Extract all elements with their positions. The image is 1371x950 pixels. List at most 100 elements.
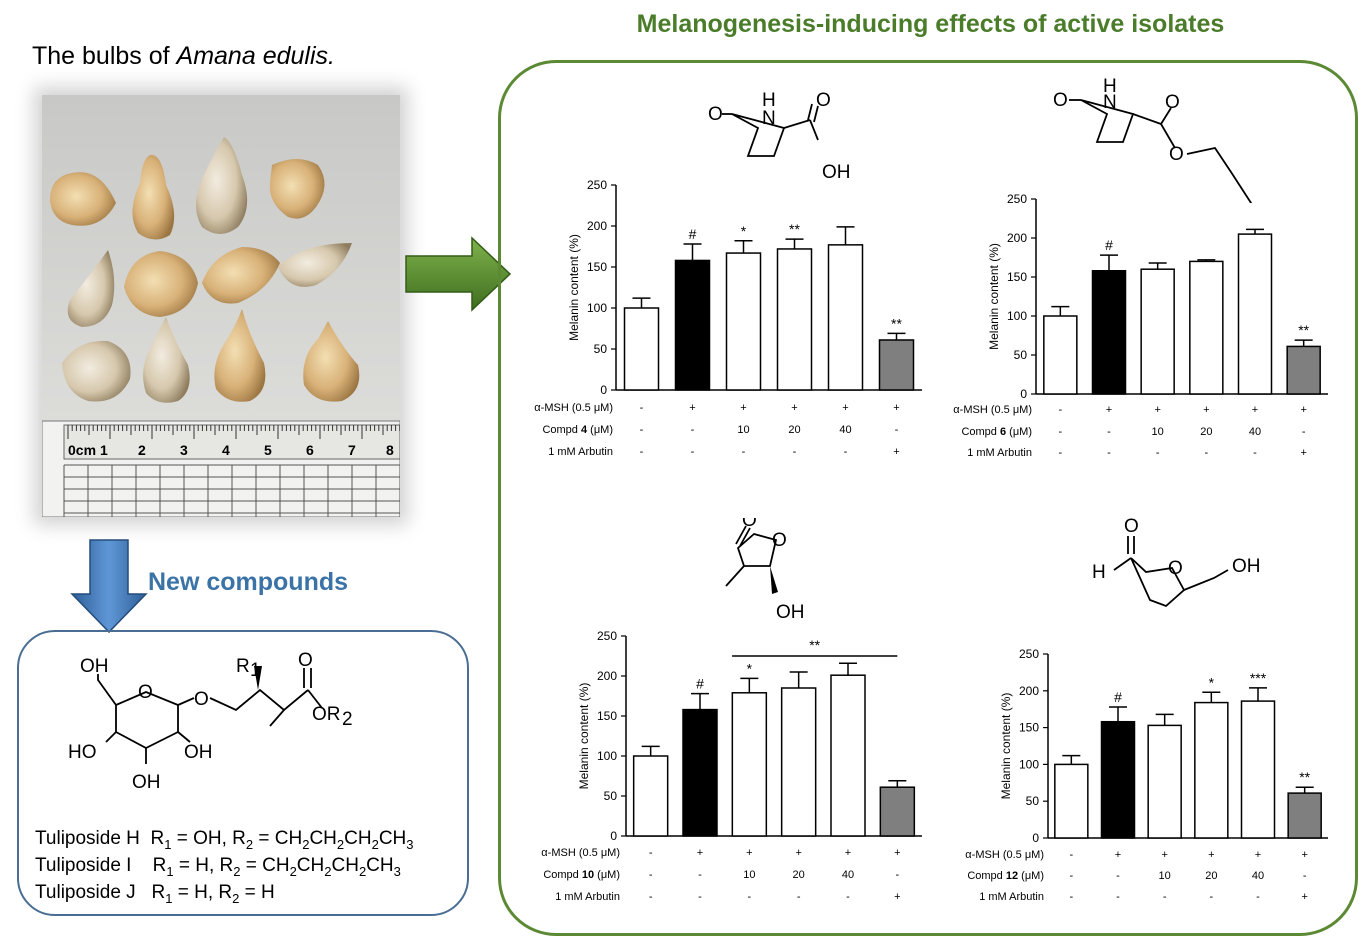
bar [731, 692, 768, 837]
significance-label: * [1209, 674, 1215, 690]
blue-arrow-icon [70, 539, 148, 634]
oh-right-label: OH [184, 742, 213, 763]
bar [1147, 724, 1182, 839]
bar [725, 252, 762, 391]
treatment-cell: - [742, 446, 746, 458]
treatment-cell: - [793, 446, 797, 458]
compound-name-2: Tuliposide I [35, 855, 132, 876]
treatment-cell: + [1255, 849, 1261, 861]
treatment-cell: - [1204, 447, 1208, 459]
treatment-cell: - [1163, 891, 1167, 903]
s2-hydrogen: H [1103, 78, 1117, 97]
treatment-cell: + [1115, 849, 1121, 861]
bar [780, 687, 817, 837]
significance-label: ** [891, 315, 902, 331]
treatment-cell: - [640, 402, 644, 414]
bulbs [50, 137, 360, 403]
y-tick-label: 250 [1019, 647, 1039, 661]
y-tick-label: 100 [1007, 309, 1027, 323]
treatment-cell: 10 [1152, 426, 1164, 438]
y-tick-label: 0 [1020, 387, 1027, 401]
structure-compound-12: O H O OH [1092, 518, 1261, 608]
treatment-cell: - [698, 891, 702, 903]
significance-label: # [696, 676, 704, 692]
treatment-cell: + [1208, 849, 1214, 861]
bar [879, 786, 916, 837]
bar [827, 244, 864, 391]
treatment-cell: - [1302, 426, 1306, 438]
treatment-cell: 10 [743, 869, 755, 881]
y-axis-label: Melanin content (%) [999, 693, 1013, 800]
bulb-photo-drawing: 0cm 1 2 3 4 5 6 7 8 [42, 95, 400, 517]
treatment-cell: - [649, 891, 653, 903]
new-compounds-label: New compounds [148, 568, 349, 596]
significance-label: *** [1250, 670, 1267, 686]
treatment-cell: - [1058, 447, 1062, 459]
treatment-cell: - [1058, 426, 1062, 438]
treatment-cell: - [649, 847, 653, 859]
ruler: 0cm 1 2 3 4 5 6 7 8 [42, 420, 400, 517]
treatment-row-label: 1 mM Arbutin [979, 891, 1044, 903]
treatment-cell: + [893, 446, 899, 458]
bar [1240, 700, 1276, 839]
s1-nitrogen: N [762, 108, 776, 129]
treatment-cell: 20 [788, 424, 800, 436]
ruler-label-0: 0cm [68, 442, 96, 458]
compound-line-2: Tuliposide I R1 = H, R2 = CH2CH2CH2CH3 [35, 855, 401, 879]
structure-compound-10: O O OH [725, 518, 805, 623]
treatment-cell: 20 [793, 869, 805, 881]
s3-hydroxyl: OH [776, 602, 805, 623]
bar [1043, 315, 1078, 395]
significance-label: ** [1298, 322, 1309, 338]
treatment-row-label: α-MSH (0.5 μM) [541, 847, 620, 859]
bar [1237, 233, 1273, 395]
y-tick-label: 200 [587, 219, 607, 233]
treatment-cell: + [1300, 404, 1306, 416]
structure-compound-6: O N H O O [1053, 78, 1253, 203]
ruler-label-1: 1 [100, 442, 108, 458]
ruler-label-4: 4 [222, 442, 230, 458]
s1-oxo: O [708, 104, 723, 125]
bar [1194, 701, 1229, 839]
panel-title: Melanogenesis-inducing effects of active… [636, 10, 1225, 38]
y-tick-label: 200 [1019, 684, 1039, 698]
treatment-cell: - [1069, 870, 1073, 882]
treatment-row-label: α-MSH (0.5 μM) [965, 849, 1044, 861]
treatment-cell: - [747, 891, 751, 903]
treatment-cell: + [689, 402, 695, 414]
treatment-row-label: α-MSH (0.5 μM) [534, 402, 613, 414]
y-tick-label: 50 [594, 342, 608, 356]
treatment-cell: + [842, 402, 848, 414]
treatment-cell: - [691, 446, 695, 458]
oh-bottom-label: OH [132, 772, 161, 793]
treatment-cell: + [845, 847, 851, 859]
treatment-row-label: Compd 12 (μM) [967, 870, 1044, 882]
bar [878, 339, 915, 391]
treatment-cell: - [846, 891, 850, 903]
r2-subscript: 2 [342, 709, 353, 730]
treatment-cell: - [1209, 891, 1213, 903]
green-arrow-icon [405, 236, 512, 312]
treatment-cell: + [1203, 404, 1209, 416]
r1-label: R [236, 656, 250, 677]
treatment-cell: - [1303, 870, 1307, 882]
treatment-cell: + [1301, 849, 1307, 861]
significance-label: ** [1299, 769, 1310, 785]
treatment-cell: + [746, 847, 752, 859]
compound-r1-2: H [195, 855, 209, 876]
treatment-cell: + [1161, 849, 1167, 861]
bar [632, 755, 669, 837]
treatment-cell: - [1156, 447, 1160, 459]
s2-ester-o: O [1169, 144, 1184, 165]
y-tick-label: 200 [597, 669, 617, 683]
treatment-cell: - [1058, 404, 1062, 416]
treatment-cell: - [1256, 891, 1260, 903]
significance-label: * [747, 660, 753, 676]
carbonyl-oxygen-label: O [298, 650, 313, 671]
y-axis-label: Melanin content (%) [567, 234, 581, 341]
treatment-cell: - [1069, 849, 1073, 861]
treatment-cell: 40 [1249, 426, 1261, 438]
new-compounds-panel [17, 630, 469, 916]
